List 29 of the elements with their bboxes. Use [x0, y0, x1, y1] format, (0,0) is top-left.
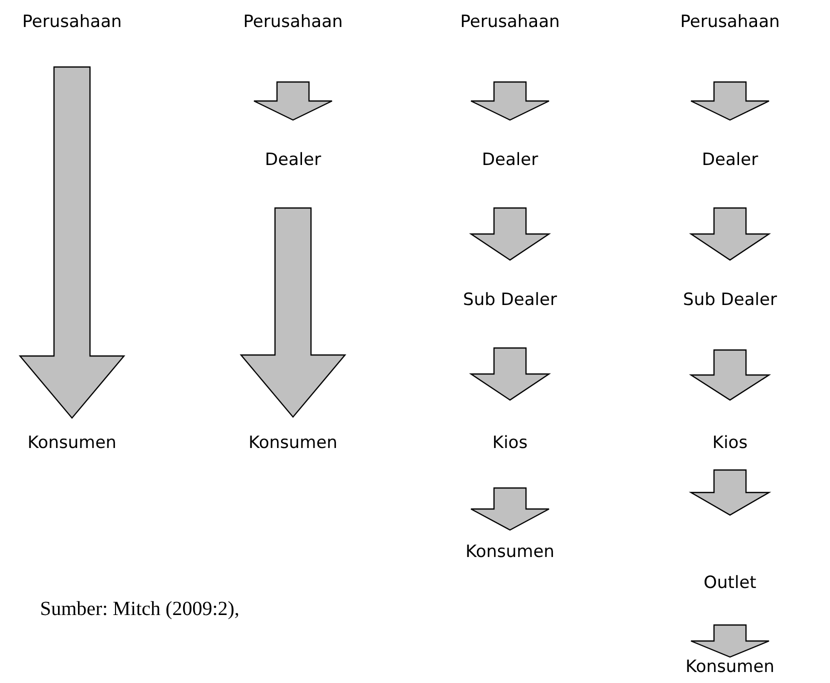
- block-arrow: [688, 349, 772, 401]
- block-arrow: [240, 207, 346, 418]
- node-label: Perusahaan: [460, 12, 560, 32]
- block-arrow: [18, 66, 126, 419]
- node-label: Outlet: [704, 573, 756, 593]
- node-label: Dealer: [264, 150, 322, 170]
- block-arrow: [253, 81, 333, 121]
- node-label: Perusahaan: [680, 12, 780, 32]
- node-label: Konsumen: [248, 433, 338, 453]
- block-arrow: [469, 347, 551, 401]
- node-label: Dealer: [482, 150, 538, 170]
- node-label: Sub Dealer: [463, 290, 557, 310]
- node-label: Kios: [712, 433, 748, 453]
- block-arrow: [690, 81, 770, 121]
- block-arrow: [689, 207, 771, 261]
- node-label: Konsumen: [466, 542, 554, 562]
- block-arrow: [469, 207, 551, 261]
- block-arrow: [688, 469, 772, 516]
- node-label: Perusahaan: [243, 12, 343, 32]
- block-arrow: [470, 81, 550, 121]
- block-arrow: [690, 624, 770, 658]
- node-label: Konsumen: [28, 433, 116, 453]
- node-label: Dealer: [702, 150, 758, 170]
- node-label: Sub Dealer: [683, 290, 777, 310]
- node-label: Perusahaan: [22, 12, 122, 32]
- source-note: Sumber: Mitch (2009:2),: [40, 598, 240, 621]
- node-label: Kios: [492, 433, 528, 453]
- block-arrow: [470, 487, 550, 531]
- node-label: Konsumen: [686, 657, 774, 677]
